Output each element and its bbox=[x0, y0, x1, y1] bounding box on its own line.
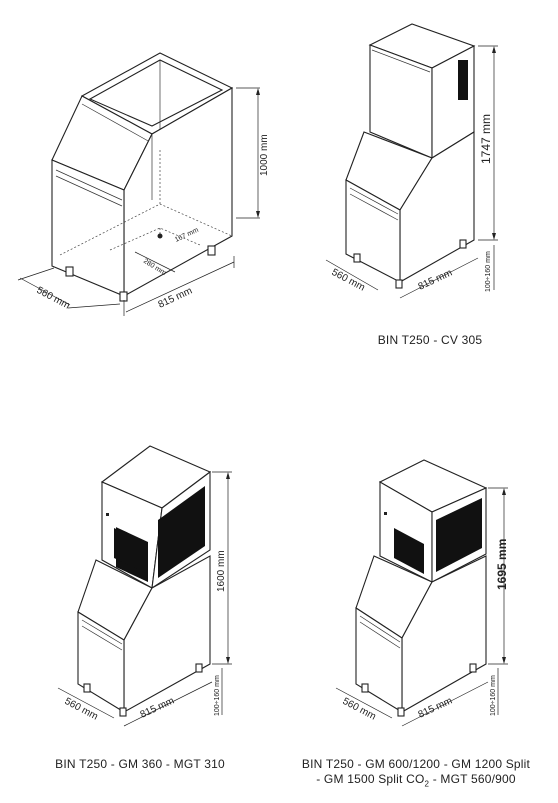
cv-width-label: 560 mm bbox=[330, 267, 367, 294]
bin-side-panel bbox=[123, 87, 233, 297]
bin-height-label: 1000 mm bbox=[259, 134, 270, 176]
caption-bin-cv305: BIN T250 - CV 305 bbox=[377, 333, 483, 347]
bin-gm600-drawing: 1695 mm 100÷160 mm 560 mm 815 mm bbox=[335, 459, 509, 727]
bin-open-drawing: 1000 mm 560 mm 815 mm 167 mm 280 mm bbox=[17, 52, 270, 316]
gm360-width-label: 560 mm bbox=[63, 696, 100, 723]
cv-feet-label: 100÷160 mm bbox=[485, 251, 492, 292]
gm600-feet-label: 100÷160 mm bbox=[490, 675, 497, 716]
caption-bin-gm600-line1: BIN T250 - GM 600/1200 - GM 1200 Split bbox=[301, 757, 531, 771]
caption-bin-gm360: BIN T250 - GM 360 - MGT 310 bbox=[55, 757, 225, 771]
bin-gm360-drawing: 1600 mm 100÷160 mm 560 mm 815 mm bbox=[57, 445, 232, 727]
gm360-feet-label: 100÷160 mm bbox=[214, 675, 221, 716]
bin-cv305-drawing: 1747 mm 100÷160 mm 560 mm 815 mm bbox=[325, 23, 498, 299]
caption-bin-gm600: BIN T250 - GM 600/1200 - GM 1200 Split -… bbox=[278, 757, 554, 791]
caption-bin-gm600-line2: - GM 1500 Split CO2 - MGT 560/900 bbox=[316, 772, 516, 789]
cv-depth-label: 815 mm bbox=[417, 267, 454, 292]
gm600-height-label: 1695 mm bbox=[495, 539, 509, 590]
bin-width-label: 560 mm bbox=[35, 285, 72, 312]
gm360-height-label: 1600 mm bbox=[216, 550, 227, 592]
gm600-width-label: 560 mm bbox=[341, 696, 378, 723]
cv-height-label: 1747 mm bbox=[479, 114, 493, 164]
